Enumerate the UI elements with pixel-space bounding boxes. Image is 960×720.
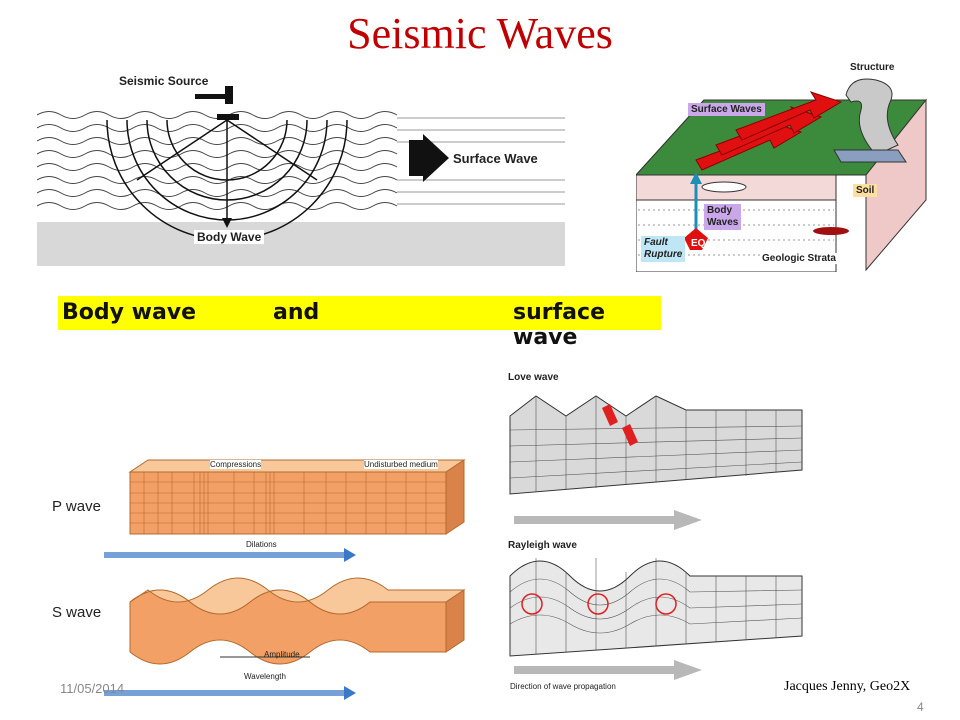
banner-surface-wave: surface wave [513, 300, 605, 350]
surface-waves-label: Surface Waves [688, 103, 765, 116]
fault-line1: Fault [644, 237, 668, 248]
banner-body-wave: Body wave [62, 300, 197, 325]
surface-wave-label: Surface Wave [453, 151, 538, 166]
body-waves-line2: Waves [707, 217, 739, 228]
body-waves-label: Body Waves [704, 204, 742, 230]
p-s-wave-illustration [104, 459, 466, 700]
banner-and: and [273, 300, 320, 325]
compressions-label: Compressions [210, 460, 262, 469]
love-wave-label: Love wave [508, 372, 559, 383]
rayleigh-wave-label: Rayleigh wave [508, 540, 577, 551]
structure-label: Structure [850, 62, 895, 73]
propagation-direction-label: Direction of wave propagation [510, 682, 616, 691]
earthquake-structure-diagram: Structure Surface Waves Soil Body Waves … [634, 60, 936, 273]
eq-label: EQ [691, 238, 706, 249]
fault-rupture-label: Fault Rupture [641, 236, 686, 262]
love-rayleigh-figure: Love wave Rayleigh wave Direction of wav… [506, 366, 806, 696]
slide-page-number: 4 [917, 700, 924, 714]
amplitude-label: Amplitude [264, 650, 300, 659]
soil-label: Soil [853, 184, 878, 197]
s-wave-label: S wave [52, 604, 102, 621]
dilations-label: Dilations [246, 540, 277, 549]
slide-title: Seismic Waves [347, 9, 613, 58]
wavelength-label: Wavelength [244, 672, 286, 681]
seismic-source-illustration [36, 70, 565, 266]
body-wave-label: Body Wave [194, 230, 265, 244]
p-wave-label: P wave [52, 498, 101, 515]
seismic-source-diagram: Seismic Source Surface Wave Body Wave [36, 70, 565, 266]
slide-author: Jacques Jenny, Geo2X [784, 679, 911, 694]
fault-line2: Rupture [644, 249, 683, 260]
body-waves-line1: Body [707, 205, 732, 216]
wave-type-banner: Body wave and surface wave [58, 296, 661, 350]
love-rayleigh-illustration [509, 395, 803, 680]
geologic-strata-label: Geologic Strata [760, 253, 838, 264]
p-s-wave-figure: Compressions Undisturbed medium P wave D… [44, 452, 466, 702]
slide-date: 11/05/2014 [60, 681, 125, 696]
undisturbed-label: Undisturbed medium [364, 460, 438, 469]
seismic-source-label: Seismic Source [119, 74, 209, 88]
